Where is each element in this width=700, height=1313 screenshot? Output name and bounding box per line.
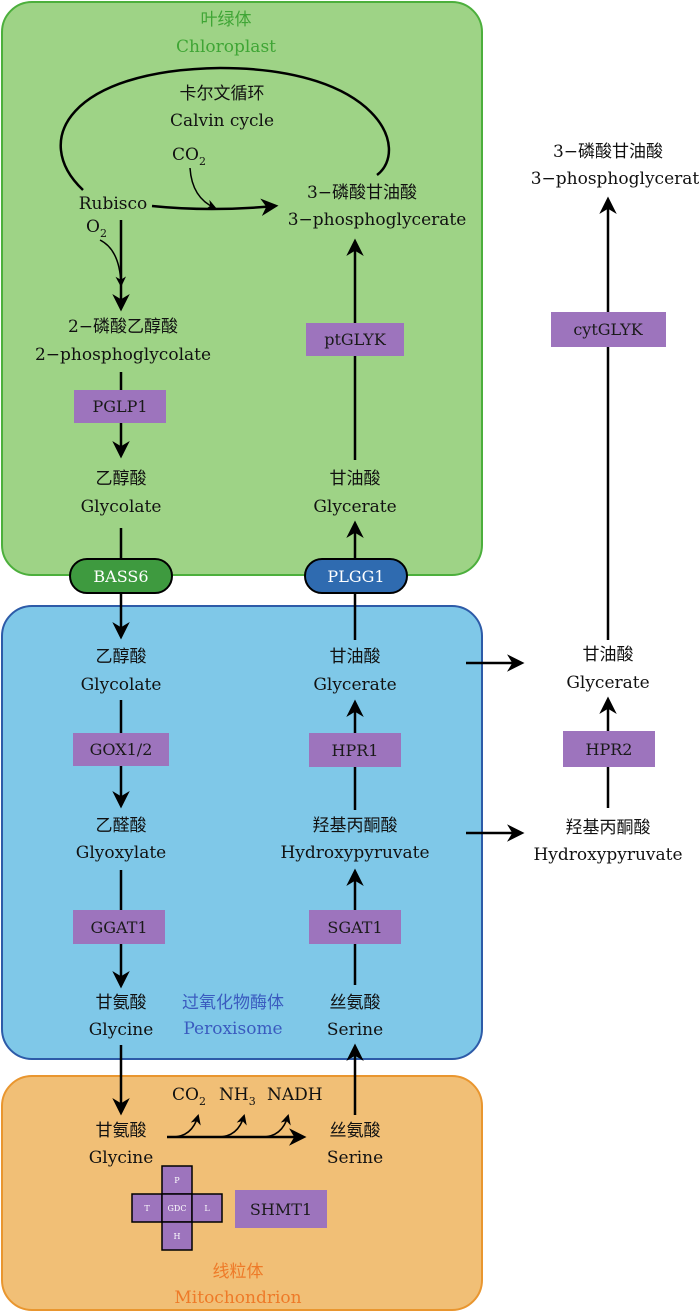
rubisco-label: Rubisco <box>79 194 148 214</box>
gox-enzyme-label: GOX1/2 <box>90 740 153 759</box>
hpr2-enzyme-label: HPR2 <box>586 740 633 759</box>
pga-cytosol-cn: 3−磷酸甘油酸 <box>553 142 663 162</box>
glycerate-chloroplast-en: Glycerate <box>313 497 396 517</box>
pga-cytosol-en: 3−phosphoglycerate <box>531 169 700 189</box>
chloroplast-label-cn: 叶绿体 <box>201 10 252 30</box>
nadh-byproduct-label: NADH <box>267 1085 323 1105</box>
hydroxypyruvate-peroxisome-en: Hydroxypyruvate <box>280 843 429 863</box>
serine-mitochondrion-en: Serine <box>327 1148 383 1168</box>
ptglyk-enzyme-label: ptGLYK <box>324 330 387 349</box>
ptglyk-enzyme-box <box>306 323 404 356</box>
glycolate-peroxisome-cn: 乙醇酸 <box>96 647 147 667</box>
glycine-peroxisome-cn: 甘氨酸 <box>96 993 147 1013</box>
hydroxypyruvate-cytosol-en: Hydroxypyruvate <box>533 845 682 865</box>
peroxisome-compartment <box>1 605 483 1060</box>
chloroplast-label-en: Chloroplast <box>176 37 276 57</box>
sgat1-enzyme-label: SGAT1 <box>327 918 382 937</box>
glycine-mitochondrion-cn: 甘氨酸 <box>96 1121 147 1141</box>
hpr2-enzyme-box <box>563 731 655 767</box>
peroxisome-label-cn: 过氧化物酶体 <box>182 993 284 1013</box>
hpr1-enzyme-label: HPR1 <box>332 741 379 760</box>
pga-chloroplast-en: 3−phosphoglycerate <box>288 210 467 230</box>
hydroxypyruvate-peroxisome-cn: 羟基丙酮酸 <box>313 816 398 836</box>
co2-byproduct-label: CO2 <box>172 1085 206 1108</box>
pglycolate-en: 2−phosphoglycolate <box>35 345 211 365</box>
gdc-complex: P T GDC L H <box>131 1165 223 1251</box>
cytglyk-enzyme-label: cytGLYK <box>573 320 643 339</box>
gdc-center <box>161 1193 193 1223</box>
nh3-byproduct-label: NH3 <box>219 1085 256 1108</box>
co2-input-arrow <box>189 167 217 210</box>
gdc-center-label: GDC <box>168 1204 187 1213</box>
gdc-p-label: P <box>174 1176 180 1185</box>
gox-enzyme-box <box>73 733 169 766</box>
pga-chloroplast-cn: 3−磷酸甘油酸 <box>307 183 417 203</box>
mitochondrion-label-cn: 线粒体 <box>213 1262 264 1282</box>
glyoxylate-cn: 乙醛酸 <box>96 816 147 836</box>
glycolate-peroxisome-en: Glycolate <box>81 675 162 695</box>
rubisco-o2-label: O2 <box>86 217 107 240</box>
plgg1-transporter <box>304 558 408 594</box>
bass6-transporter <box>69 558 173 594</box>
hpr1-enzyme-box <box>309 733 401 767</box>
pglycolate-cn: 2−磷酸乙醇酸 <box>68 317 178 337</box>
calvin-cycle-label-en: Calvin cycle <box>170 111 274 131</box>
glycerate-peroxisome-cn: 甘油酸 <box>330 647 381 667</box>
co2-release-arrow <box>171 1113 201 1138</box>
gdc-l-subunit <box>191 1193 223 1223</box>
nh3-release-arrow <box>217 1113 247 1138</box>
gdc-t-label: T <box>144 1204 150 1213</box>
cytglyk-enzyme-box <box>551 312 666 347</box>
glyoxylate-en: Glyoxylate <box>76 843 167 863</box>
shmt1-enzyme-box <box>235 1190 327 1228</box>
bass6-transporter-label: BASS6 <box>93 567 148 586</box>
glycolate-chloroplast-en: Glycolate <box>81 497 162 517</box>
mitochondrion-label-en: Mitochondrion <box>174 1288 301 1308</box>
ggat1-enzyme-box <box>73 910 165 944</box>
nadh-release-arrow <box>261 1113 291 1138</box>
hydroxypyruvate-cytosol-cn: 羟基丙酮酸 <box>566 818 651 838</box>
glycine-peroxisome-en: Glycine <box>89 1020 154 1040</box>
shmt1-enzyme-label: SHMT1 <box>250 1200 312 1219</box>
gdc-h-subunit <box>161 1221 193 1251</box>
glycine-mitochondrion-en: Glycine <box>89 1148 154 1168</box>
serine-mitochondrion-cn: 丝氨酸 <box>330 1121 381 1141</box>
gdc-h-label: H <box>174 1232 181 1241</box>
glycerate-chloroplast-cn: 甘油酸 <box>330 469 381 489</box>
sgat1-enzyme-box <box>309 910 401 944</box>
pglp1-enzyme-label: PGLP1 <box>92 397 147 416</box>
peroxisome-label-en: Peroxisome <box>183 1019 282 1039</box>
glycolate-chloroplast-cn: 乙醇酸 <box>96 469 147 489</box>
glycerate-cytosol-en: Glycerate <box>566 673 649 693</box>
calvin-co2-label: CO2 <box>172 145 206 168</box>
plgg1-transporter-label: PLGG1 <box>327 567 384 586</box>
serine-peroxisome-cn: 丝氨酸 <box>330 993 381 1013</box>
gdc-l-label: L <box>204 1204 210 1213</box>
ggat1-enzyme-label: GGAT1 <box>90 918 147 937</box>
serine-peroxisome-en: Serine <box>327 1020 383 1040</box>
o2-input-arrow <box>99 239 127 288</box>
glycerate-cytosol-cn: 甘油酸 <box>583 645 634 665</box>
pglp1-enzyme-box <box>74 390 166 423</box>
glycerate-peroxisome-en: Glycerate <box>313 675 396 695</box>
calvin-cycle-loop <box>59 66 391 191</box>
calvin-cycle-label-cn: 卡尔文循环 <box>180 84 265 104</box>
